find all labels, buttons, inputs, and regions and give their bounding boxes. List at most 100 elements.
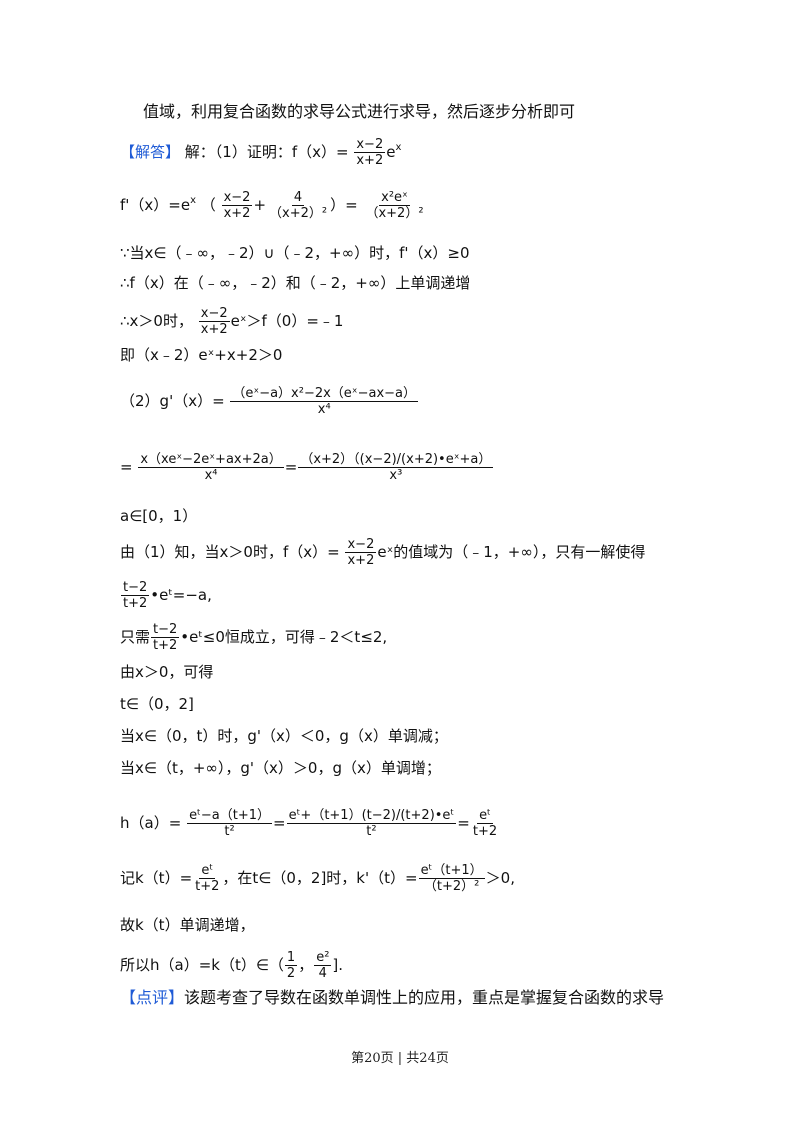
t-den: t+2 <box>123 596 148 611</box>
from1-pre: 由（1）知，当x＞0时，f（x）= <box>120 543 340 561</box>
h-line: h（a）= eᵗ−a（t+1） t² = eᵗ+（t+1）(t−2)/(t+2)… <box>120 808 500 839</box>
line-by-x: 由x＞0，可得 <box>120 663 214 681</box>
f-frac-den: x+2 <box>356 153 384 168</box>
line-t: t−2 t+2 •eᵗ=−a, <box>120 580 212 611</box>
ha-line: 所以h（a）=k（t）∈（ 1 2 ， e² 4 ]. <box>120 950 343 981</box>
line-only: 只需 t−2 t+2 •eᵗ≤0恒成立，可得﹣2＜t≤2, <box>120 622 387 653</box>
answer-line: 【解答】 解：（1）证明：f（x）= x−2 x+2 ex <box>120 137 401 168</box>
line-since: ∵当x∈（﹣∞，﹣2）∪（﹣2，+∞）时，f'（x）≥0 <box>120 244 470 262</box>
h-num2: eᵗ+（t+1）(t−2)/(t+2)•eᵗ <box>286 808 457 824</box>
t-num: t−2 <box>121 580 150 596</box>
h-frac3: eᵗ t+2 <box>471 808 499 839</box>
t-post: •eᵗ=−a, <box>150 586 212 604</box>
g-line: （2）g'（x）= （eˣ−a）x²−2x（eˣ−ax−a） x⁴ <box>120 386 419 417</box>
h-frac1: eᵗ−a（t+1） t² <box>187 808 273 839</box>
h-frac2: eᵗ+（t+1）(t−2)/(t+2)•eᵗ t² <box>286 808 457 839</box>
k-den2: （t+2）² <box>423 879 480 894</box>
comment-text: 该题考查了导数在函数单调性上的应用，重点是掌握复合函数的求导 <box>184 988 665 1007</box>
line-dec: 当x∈（0，t）时，g'（x）＜0，g（x）单调减； <box>120 727 448 745</box>
k-pre: 记k（t）= <box>120 869 193 887</box>
only-pre: 只需 <box>120 628 151 646</box>
deriv-frac2-num: 4 <box>291 190 305 206</box>
g2-eq2: = <box>284 458 298 476</box>
page-footer: 第20页 | 共24页 <box>351 1051 449 1066</box>
line-so-k: 故k（t）单调递增， <box>120 916 255 934</box>
ha-den2: 4 <box>318 966 327 981</box>
h-num3: eᵗ <box>477 808 493 824</box>
ha-comma: ， <box>298 956 314 974</box>
ha-num1: 1 <box>284 950 298 966</box>
deriv-lhs-sup: x <box>190 195 197 206</box>
ha-frac1: 1 2 <box>284 950 298 981</box>
g-pre: （2）g'（x）= <box>120 392 225 410</box>
only-frac: t−2 t+2 <box>151 622 180 653</box>
f-exp: e <box>386 143 396 161</box>
only-den: t+2 <box>153 638 178 653</box>
line-t-range: t∈（0，2] <box>120 695 194 713</box>
g2-frac2: （x+2）（(x−2)/(x+2)•eˣ+a） x³ <box>298 452 494 483</box>
therefore2-den: x+2 <box>200 322 228 337</box>
answer-start: 解：（1）证明：f（x）= <box>184 143 349 161</box>
deriv-frac1: x−2 x+2 <box>221 190 253 221</box>
line-inc: 当x∈（t，+∞），g'（x）＞0，g（x）单调增； <box>120 759 441 777</box>
k-line: 记k（t）= eᵗ t+2 ，在t∈（0，2]时，k'（t）= eᵗ（t+1） … <box>120 863 515 894</box>
g2-num1: x（xeˣ−2eˣ+ax+2a） <box>138 452 284 468</box>
h-eq3: = <box>457 814 470 832</box>
deriv-plus: + <box>253 196 267 214</box>
h-den2: t² <box>366 824 377 839</box>
k-frac2: eᵗ（t+1） （t+2）² <box>418 863 485 894</box>
therefore2-num: x−2 <box>198 306 230 322</box>
h-eq2: = <box>273 814 286 832</box>
ha-post: ]. <box>332 956 344 974</box>
k-num2: eᵗ（t+1） <box>418 863 485 879</box>
k-post: ＞0, <box>485 869 515 887</box>
h-num1: eᵗ−a（t+1） <box>187 808 273 824</box>
deriv-frac3: x²eˣ （x+2）² <box>363 190 425 221</box>
t-frac: t−2 t+2 <box>121 580 150 611</box>
deriv-close: ）= <box>330 196 358 214</box>
line-therefore1: ∴f（x）在（﹣∞，﹣2）和（﹣2，+∞）上单调递增 <box>120 274 471 292</box>
g2-den1: x⁴ <box>204 468 218 483</box>
therefore2-post: eˣ＞f（0）=﹣1 <box>230 312 344 330</box>
therefore2-frac: x−2 x+2 <box>198 306 230 337</box>
g2-den2: x³ <box>389 468 403 483</box>
comment-line: 【点评】该题考查了导数在函数单调性上的应用，重点是掌握复合函数的求导 <box>120 988 664 1008</box>
k-den: t+2 <box>195 879 220 894</box>
ha-den1: 2 <box>286 966 296 981</box>
deriv-frac2-den: （x+2）² <box>269 206 328 221</box>
therefore2-pre: ∴x＞0时， <box>120 312 193 330</box>
h-den1: t² <box>224 824 235 839</box>
g-num: （eˣ−a）x²−2x（eˣ−ax−a） <box>230 386 418 402</box>
derivative-line: f'（x）=ex （ x−2 x+2 + 4 （x+2）² ）= x²eˣ （x… <box>120 190 427 221</box>
line-from1: 由（1）知，当x＞0时，f（x）= x−2 x+2 eˣ的值域为（﹣1，+∞），… <box>120 537 645 568</box>
g2-line: = x（xeˣ−2eˣ+ax+2a） x⁴ = （x+2）（(x−2)/(x+2… <box>120 452 494 483</box>
deriv-lhs: f'（x）=e <box>120 196 191 214</box>
line-ji: 即（x﹣2）eˣ+x+2＞0 <box>120 346 283 364</box>
deriv-frac3-den: （x+2）² <box>365 206 424 221</box>
k-frac: eᵗ t+2 <box>193 863 221 894</box>
from1-num: x−2 <box>345 537 377 553</box>
h-den3: t+2 <box>472 824 498 839</box>
g2-eq: = <box>120 458 133 476</box>
intro-text: 值域，利用复合函数的求导公式进行求导，然后逐步分析即可 <box>143 102 576 121</box>
ha-pre: 所以h（a）=k（t）∈（ <box>120 956 284 974</box>
from1-frac: x−2 x+2 <box>345 537 377 568</box>
g-frac: （eˣ−a）x²−2x（eˣ−ax−a） x⁴ <box>230 386 418 417</box>
g-den: x⁴ <box>317 402 331 417</box>
deriv-frac2: 4 （x+2）² <box>267 190 329 221</box>
f-frac-num: x−2 <box>354 137 386 153</box>
deriv-frac3-num: x²eˣ <box>379 190 410 206</box>
g2-num2: （x+2）（(x−2)/(x+2)•eˣ+a） <box>298 452 494 468</box>
from1-den: x+2 <box>347 553 375 568</box>
line-therefore2: ∴x＞0时， x−2 x+2 eˣ＞f（0）=﹣1 <box>120 306 343 337</box>
from1-post: eˣ的值域为（﹣1，+∞），只有一解使得 <box>377 543 646 561</box>
deriv-open: （ <box>200 196 216 214</box>
k-num: eᵗ <box>199 863 216 879</box>
only-num: t−2 <box>151 622 180 638</box>
k-mid: ，在t∈（0，2]时，k'（t）= <box>222 869 418 887</box>
deriv-frac1-num: x−2 <box>221 190 253 206</box>
ha-num2: e² <box>314 950 332 966</box>
only-post: •eᵗ≤0恒成立，可得﹣2＜t≤2, <box>180 628 388 646</box>
f-fraction: x−2 x+2 <box>354 137 386 168</box>
